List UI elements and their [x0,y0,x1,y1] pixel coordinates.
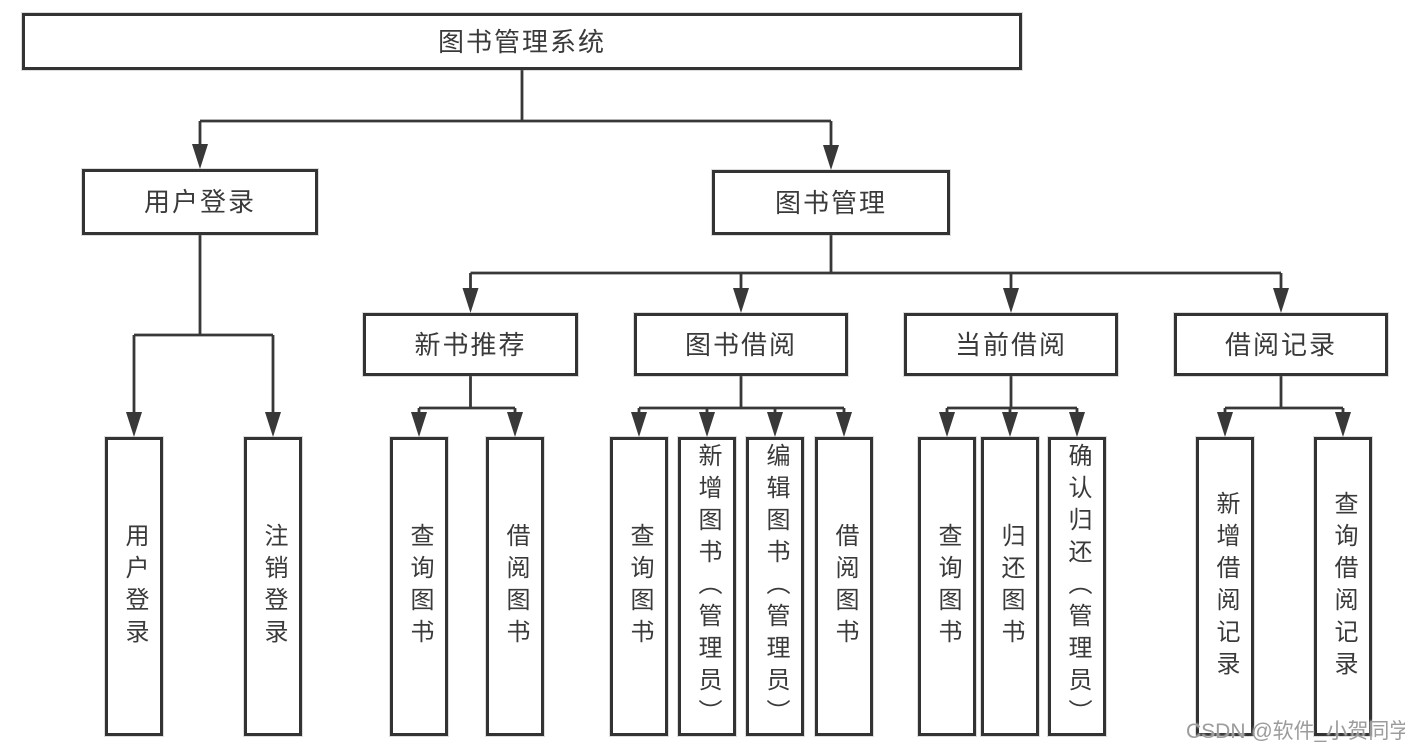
node-label: 当前借阅 [954,329,1067,360]
node-bb-add: 新增图书（管理员） [678,437,736,736]
node-label: 新增借阅记录 [1212,490,1239,683]
node-label: 图书管理系统 [437,26,606,57]
node-leaf-logout: 注销登录 [244,437,302,736]
node-cb-query: 查询图书 [918,437,976,736]
node-label: 新书推荐 [414,329,527,360]
node-label: 借阅图书 [502,522,529,651]
node-cb-confirm: 确认归还（管理员） [1048,437,1106,736]
node-label: 编辑图书（管理员） [762,442,789,731]
node-label: 用户登录 [143,187,256,217]
watermark: CSDN @软件_小贺同学 [1186,720,1405,743]
node-label: 查询图书 [406,522,433,651]
node-label: 注销登录 [260,522,287,651]
node-bb-query: 查询图书 [610,437,668,736]
node-label: 借阅记录 [1224,329,1337,360]
node-nbr-borrow: 借阅图书 [486,437,544,736]
node-label: 用户登录 [121,522,148,651]
node-borrow-records: 借阅记录 [1174,313,1388,376]
node-book-borrow: 图书借阅 [634,313,848,376]
node-label: 查询图书 [934,522,961,651]
node-user-login: 用户登录 [82,169,318,235]
node-bb-borrow: 借阅图书 [815,437,873,736]
node-label: 新增图书（管理员） [694,442,721,731]
node-label: 图书借阅 [684,329,797,360]
node-cb-return: 归还图书 [981,437,1039,736]
node-label: 归还图书 [997,522,1024,651]
node-label: 借阅图书 [831,522,858,651]
node-leaf-user-login: 用户登录 [105,437,163,736]
node-label: 查询图书 [626,522,653,651]
node-root: 图书管理系统 [22,13,1022,70]
node-label: 确认归还（管理员） [1064,442,1091,731]
node-br-add: 新增借阅记录 [1196,437,1254,736]
node-new-book-rec: 新书推荐 [363,313,578,376]
node-nbr-query: 查询图书 [390,437,448,736]
node-current-borrow: 当前借阅 [904,313,1118,376]
node-book-mgmt: 图书管理 [712,170,950,235]
node-bb-edit: 编辑图书（管理员） [746,437,804,736]
node-label: 查询借阅记录 [1330,490,1357,683]
node-br-query: 查询借阅记录 [1314,437,1372,736]
node-label: 图书管理 [774,187,887,218]
